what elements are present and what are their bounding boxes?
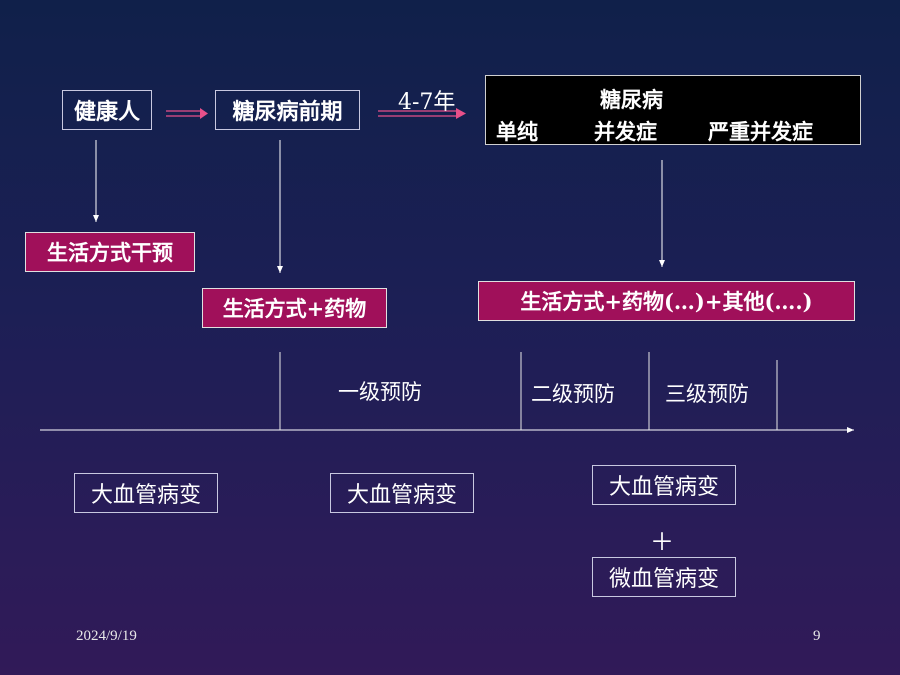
- primary-prevention-label: 一级预防: [338, 380, 422, 404]
- healthy-box: 健康人: [62, 90, 152, 130]
- diabetes-complication: 并发症: [594, 119, 657, 144]
- macrovascular-box-3: 大血管病变: [592, 465, 736, 505]
- diabetes-title: 糖尿病: [600, 87, 663, 112]
- years-label: 4-7年: [398, 90, 456, 115]
- arrow-prediabetes-to-diabetes: [378, 108, 466, 119]
- tertiary-prevention-label: 三级预防: [665, 382, 749, 406]
- diabetes-box: 糖尿病 单纯 并发症 严重并发症: [485, 75, 861, 145]
- footer-date: 2024/9/19: [76, 628, 137, 644]
- footer-page-number: 9: [813, 628, 821, 644]
- macrovascular-label-2: 大血管病变: [346, 483, 457, 508]
- healthy-label: 健康人: [73, 99, 140, 125]
- microvascular-label: 微血管病变: [608, 567, 719, 592]
- macrovascular-box-2: 大血管病变: [330, 473, 474, 513]
- macrovascular-label-1: 大血管病变: [90, 483, 201, 508]
- lifestyle-label: 生活方式干预: [47, 240, 173, 265]
- arrow-healthy-to-prediabetes: [166, 108, 208, 119]
- secondary-prevention-label: 二级预防: [531, 382, 615, 406]
- plus-sign: ＋: [650, 528, 674, 556]
- macrovascular-label-3: 大血管病变: [608, 475, 719, 500]
- macrovascular-box-1: 大血管病变: [74, 473, 218, 513]
- diabetes-severe: 严重并发症: [708, 119, 813, 144]
- diabetes-simple: 单纯: [496, 119, 538, 144]
- prediabetes-label: 糖尿病前期: [232, 99, 343, 125]
- lifestyle-drug-label: 生活方式+药物: [222, 296, 367, 321]
- lifestyle-drug-box: 生活方式+药物: [202, 288, 387, 328]
- lifestyle-box: 生活方式干预: [25, 232, 195, 272]
- lifestyle-drug-other-box: 生活方式+药物(…)+其他(….): [478, 281, 855, 321]
- microvascular-box: 微血管病变: [592, 557, 736, 597]
- prediabetes-box: 糖尿病前期: [215, 90, 360, 130]
- lifestyle-drug-other-label: 生活方式+药物(…)+其他(….): [520, 289, 813, 314]
